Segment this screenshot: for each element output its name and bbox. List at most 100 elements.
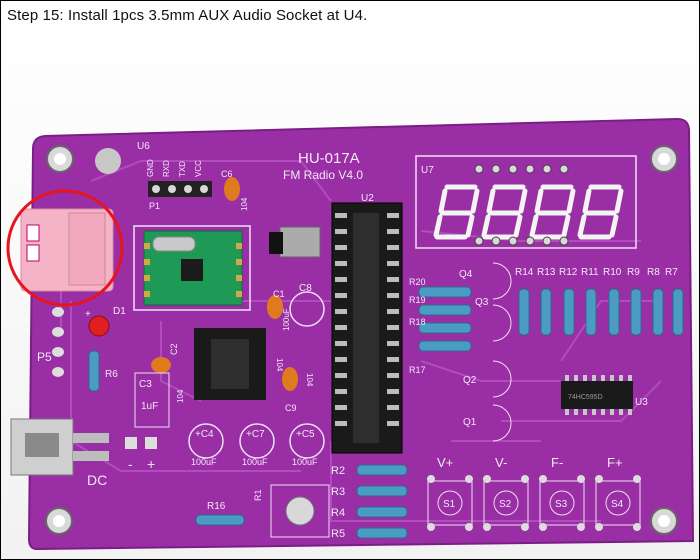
svg-text:100uF: 100uF <box>191 457 217 467</box>
seven-segment-display: U7 <box>415 155 637 249</box>
switches: V+ V- F- F+ S1 S2 S3 S4 <box>427 455 641 531</box>
label-u6: U6 <box>137 141 150 152</box>
svg-text:104: 104 <box>240 197 249 211</box>
p1-pin-rxd: RXD <box>162 160 171 177</box>
capacitor-c2: C2 <box>151 343 179 373</box>
svg-text:-: - <box>128 456 133 472</box>
svg-text:R3: R3 <box>331 486 345 498</box>
svg-text:R8: R8 <box>647 267 660 278</box>
svg-text:R20: R20 <box>409 277 426 287</box>
svg-text:+C5: +C5 <box>296 429 315 440</box>
svg-text:100uF: 100uF <box>292 457 318 467</box>
svg-text:V-: V- <box>495 455 507 470</box>
fm-module <box>143 230 243 306</box>
svg-text:R4: R4 <box>331 507 345 519</box>
svg-text:S4: S4 <box>611 499 624 510</box>
resistors-left: R20 R19 R18 R17 <box>409 277 472 375</box>
board-subtitle: FM Radio V4.0 <box>283 168 363 182</box>
capacitor-c6: C6 104 <box>221 169 249 211</box>
p1-pin-vcc: VCC <box>194 160 203 177</box>
svg-text:C1: C1 <box>273 289 285 299</box>
svg-text:+C4: +C4 <box>195 429 214 440</box>
resistors-top-right: R14 R13 R12 R11 R10 R9 R8 R7 <box>515 267 684 336</box>
voltage-regulator <box>269 226 321 258</box>
led-d1: D1 + <box>85 306 126 337</box>
svg-text:R17: R17 <box>409 365 426 375</box>
svg-text:C8: C8 <box>299 283 312 294</box>
svg-text:+: + <box>85 309 91 320</box>
p1-pin-gnd: GND <box>146 159 155 177</box>
capacitor-c9: C9 104 <box>282 367 314 413</box>
potentiometer-r1: R1 <box>253 484 330 538</box>
svg-text:104: 104 <box>176 389 185 403</box>
dc-jack: DC <box>10 418 109 488</box>
svg-text:100uF: 100uF <box>242 457 268 467</box>
svg-text:U7: U7 <box>421 165 434 176</box>
svg-text:C2: C2 <box>169 343 179 355</box>
ic-u3: 74HC595D U3 <box>561 375 648 415</box>
svg-text:R2: R2 <box>331 465 345 477</box>
capacitor-c3: C3 1uF 104 <box>134 372 185 428</box>
board-title: HU-017A <box>298 150 360 167</box>
svg-text:R13: R13 <box>537 267 556 278</box>
capacitor-c7: +C7 100uF <box>239 423 275 467</box>
svg-text:R10: R10 <box>603 267 622 278</box>
svg-text:R12: R12 <box>559 267 578 278</box>
p1-pin-txd: TXD <box>178 161 187 177</box>
svg-text:Q1: Q1 <box>463 417 477 428</box>
svg-text:C3: C3 <box>139 379 152 390</box>
svg-text:R11: R11 <box>581 267 599 278</box>
svg-text:R5: R5 <box>331 528 345 540</box>
svg-text:Q4: Q4 <box>459 269 473 280</box>
svg-text:C9: C9 <box>285 403 297 413</box>
capacitor-c1: C1 104 <box>267 289 285 372</box>
svg-text:U2: U2 <box>361 193 374 204</box>
svg-text:104: 104 <box>305 373 314 387</box>
svg-text:C6: C6 <box>221 169 233 179</box>
step-caption: Step 15: Install 1pcs 3.5mm AUX Audio So… <box>7 7 368 24</box>
svg-text:DC: DC <box>87 472 107 488</box>
svg-text:R9: R9 <box>627 267 640 278</box>
svg-text:R6: R6 <box>105 369 118 380</box>
ic-socket-u2: U2 <box>331 193 403 454</box>
resistors-bottom: R2 R3 R4 R5 <box>331 464 408 540</box>
svg-text:D1: D1 <box>113 306 126 317</box>
pads-p5: P5 <box>37 307 64 377</box>
svg-text:1uF: 1uF <box>141 401 158 412</box>
label-p1: P1 <box>149 201 160 211</box>
svg-text:+: + <box>147 456 155 472</box>
svg-text:R18: R18 <box>409 317 426 327</box>
svg-text:R16: R16 <box>207 501 226 512</box>
capacitor-c8: C8 100uF <box>282 283 325 331</box>
svg-text:S1: S1 <box>443 499 456 510</box>
svg-text:V+: V+ <box>437 455 453 470</box>
svg-text:U3: U3 <box>635 397 648 408</box>
header-p1: GND RXD TXD VCC P1 <box>146 159 212 211</box>
capacitor-c4: +C4 100uF <box>188 423 224 467</box>
resistor-r16: R16 <box>195 501 245 526</box>
svg-text:74HC595D: 74HC595D <box>568 394 603 401</box>
transistor-pads: Q4 Q3 Q2 Q1 <box>459 262 512 442</box>
capacitor-c5: +C5 100uF <box>289 423 325 467</box>
resistor-r6: R6 <box>88 350 118 392</box>
power-pads: - + <box>125 437 157 472</box>
svg-text:100uF: 100uF <box>282 308 291 331</box>
ic-socket-small <box>194 328 266 400</box>
svg-text:R19: R19 <box>409 295 426 305</box>
svg-text:F+: F+ <box>607 455 623 470</box>
svg-text:R7: R7 <box>665 267 678 278</box>
svg-text:R1: R1 <box>253 489 263 501</box>
mounting-holes <box>45 145 678 535</box>
aux-audio-socket-u4 <box>20 208 114 292</box>
svg-text:104: 104 <box>275 358 284 372</box>
svg-text:S2: S2 <box>499 499 512 510</box>
svg-text:Q2: Q2 <box>463 375 477 386</box>
svg-text:F-: F- <box>551 455 563 470</box>
svg-text:R14: R14 <box>515 267 534 278</box>
svg-text:+C7: +C7 <box>246 429 265 440</box>
svg-text:Q3: Q3 <box>475 297 489 308</box>
highlight-circle <box>6 189 124 307</box>
svg-text:S3: S3 <box>555 499 568 510</box>
